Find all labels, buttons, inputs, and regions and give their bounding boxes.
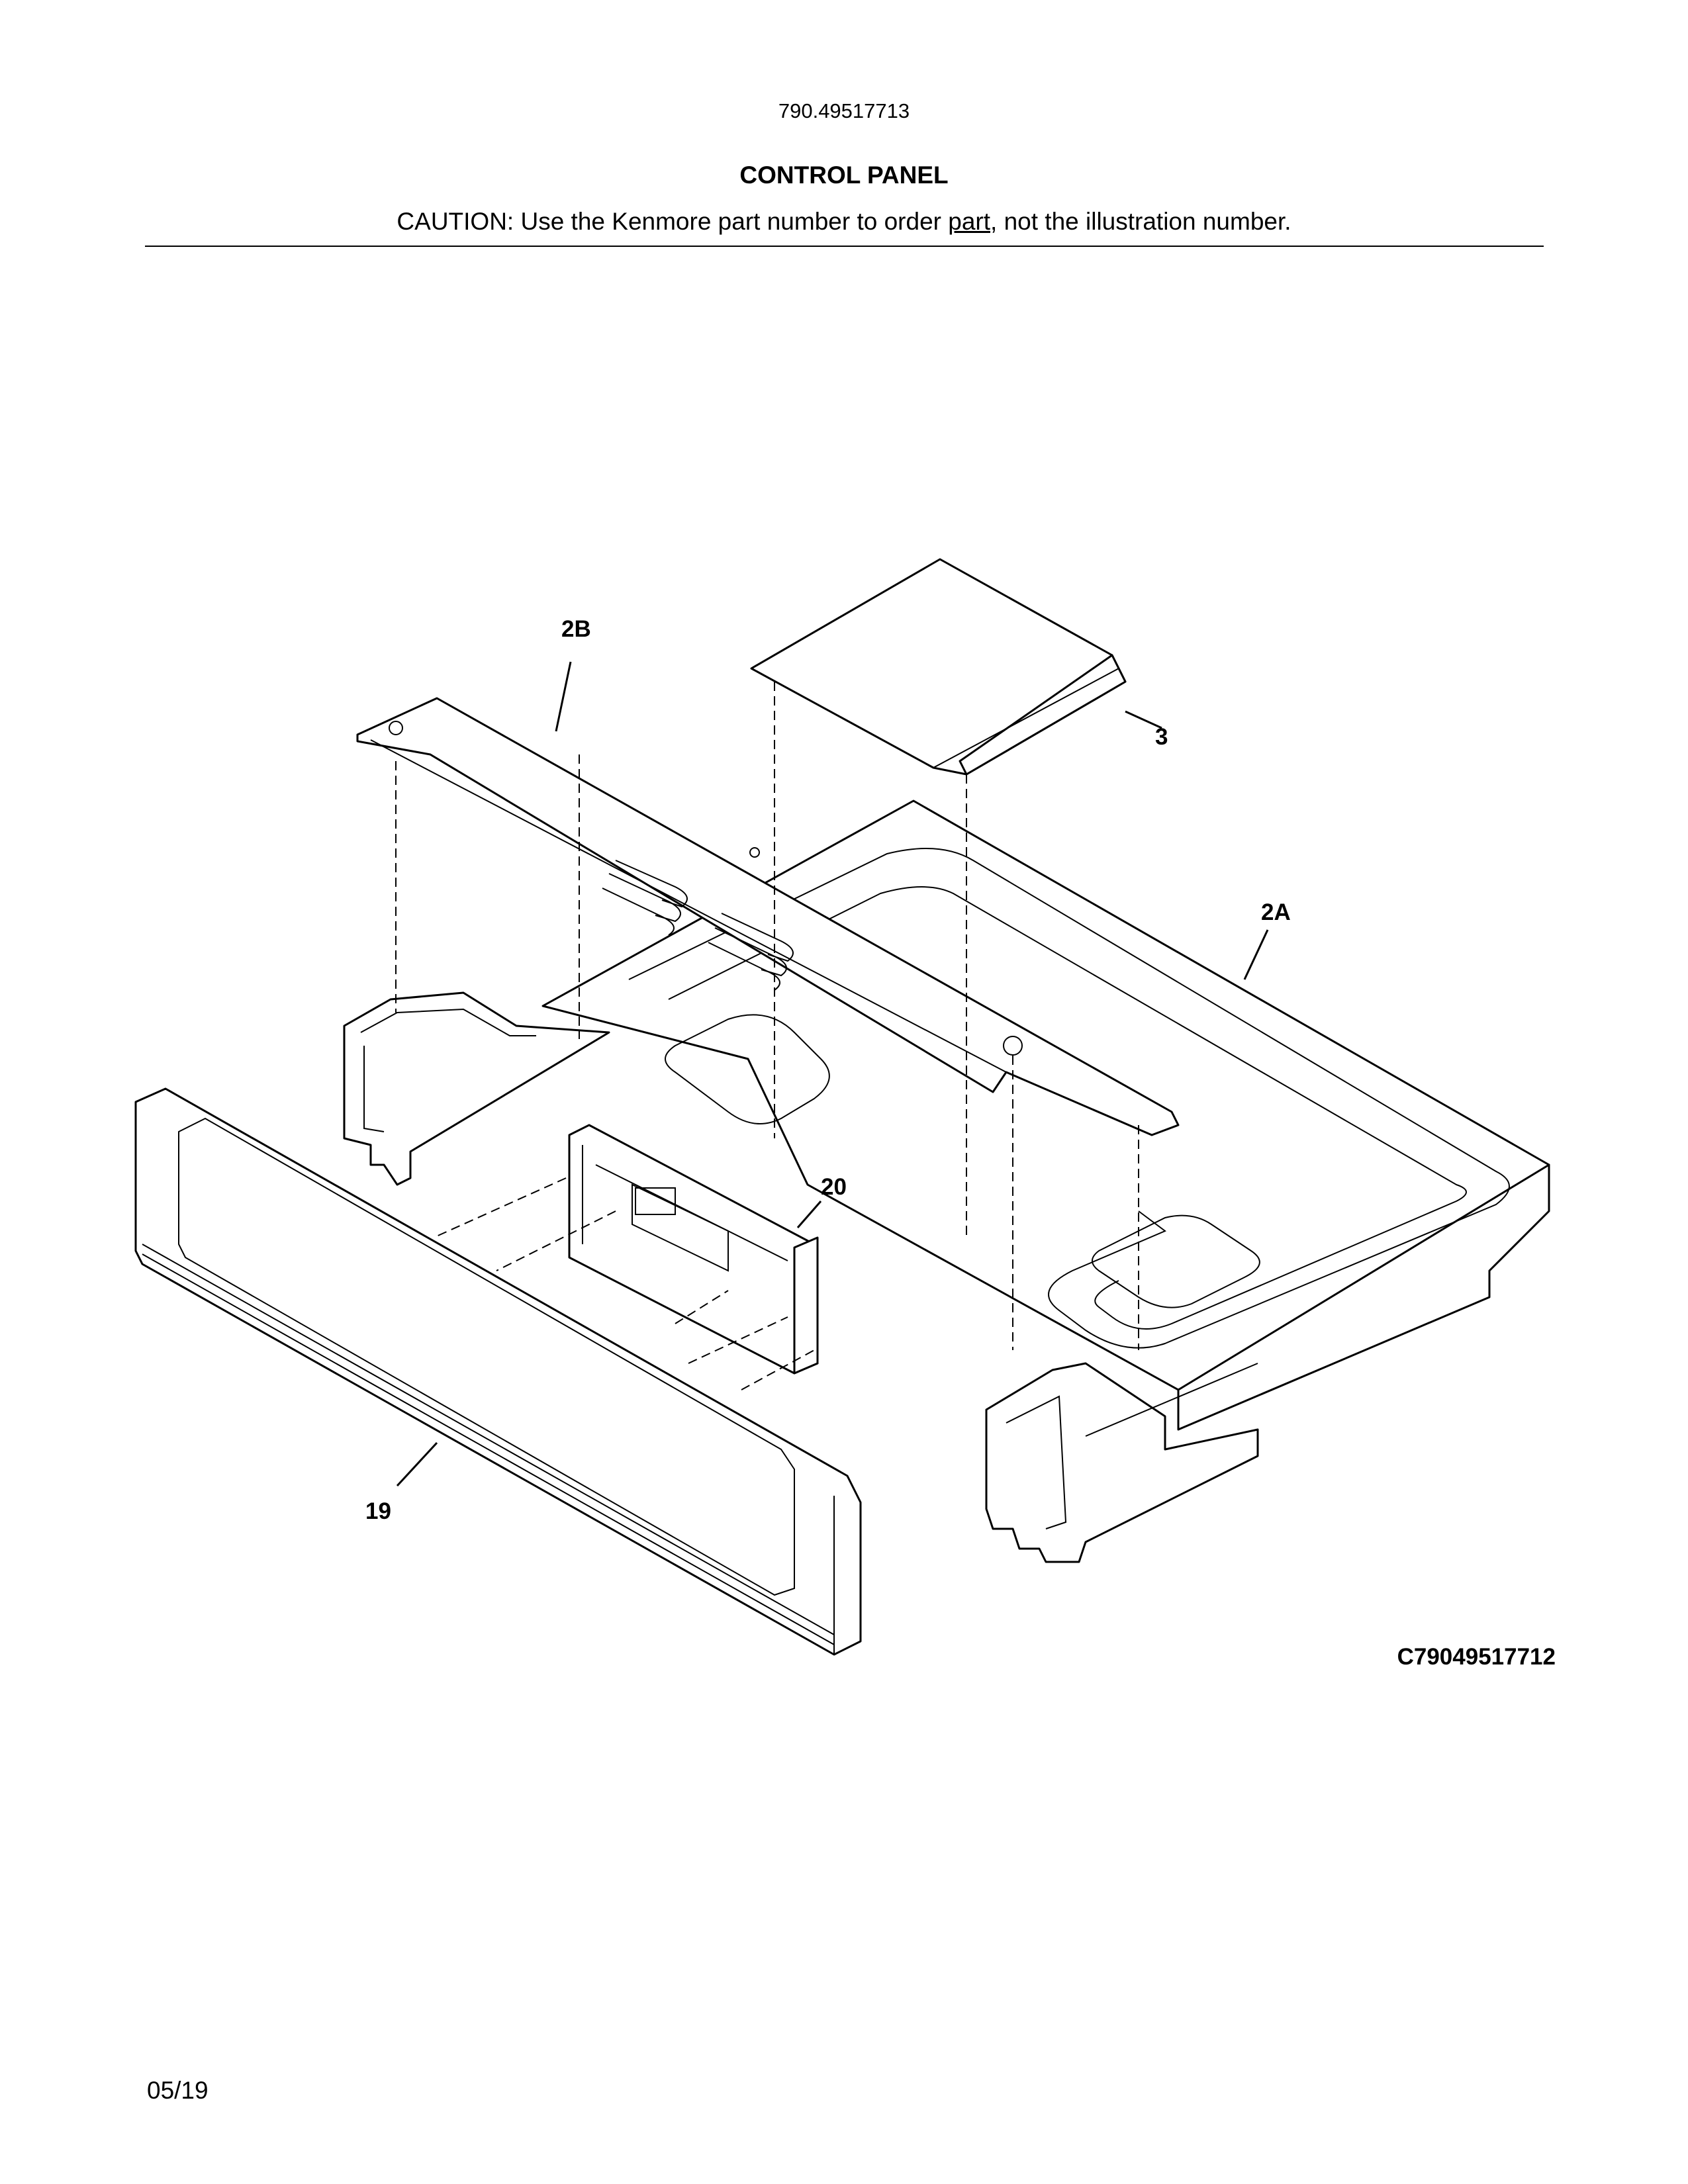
caution-note: CAUTION: Use the Kenmore part number to …: [0, 208, 1688, 236]
caution-prefix: CAUTION: Use the Kenmore part number to …: [397, 208, 949, 235]
caution-underlined-word: part: [948, 208, 991, 235]
revision-date: 05/19: [147, 2077, 209, 2104]
callout-2a: 2A: [1261, 899, 1291, 925]
assembly-dashed-lines: [395, 682, 1139, 1390]
part-2b-trim: [356, 697, 1180, 1136]
part-3-shield: [750, 558, 1127, 776]
part-19-front-panel: [134, 1087, 862, 1656]
callout-3: 3: [1155, 724, 1168, 750]
model-number: 790.49517713: [778, 99, 910, 122]
callout-19: 19: [365, 1498, 391, 1524]
header-divider: [145, 246, 1544, 247]
part-2a-left-bracket: [343, 991, 610, 1186]
caution-suffix: , not the illustration number.: [990, 208, 1291, 235]
callout-20: 20: [821, 1174, 847, 1200]
page-title: CONTROL PANEL: [739, 161, 949, 189]
callout-leaders: [396, 661, 1269, 1487]
callout-2b: 2B: [561, 616, 591, 642]
diagram-code: C79049517712: [1397, 1644, 1556, 1670]
part-20-control-board: [568, 1124, 819, 1375]
